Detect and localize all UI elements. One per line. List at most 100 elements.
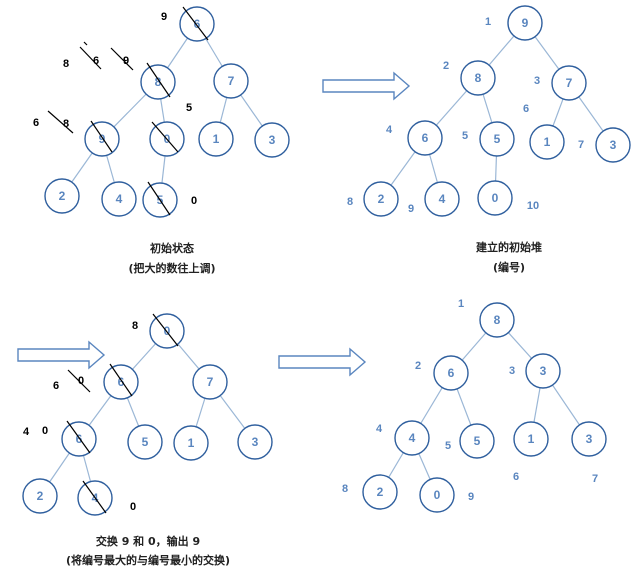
node-value: 6 — [194, 17, 201, 31]
tree-node: 3 — [571, 421, 607, 457]
node-index: 5 — [462, 130, 468, 142]
tree-node: 2 — [363, 181, 399, 217]
tree-node: 6 — [407, 120, 443, 156]
node-value: 9 — [99, 132, 106, 146]
node-value: 6 — [76, 432, 83, 446]
panel-result: 8 6 3 4 5 1 3 2 0 1 2 3 4 5 6 7 8 9 — [342, 298, 607, 513]
node-value: 6 — [448, 366, 455, 380]
caption-title: 建立的初始堆 — [476, 240, 542, 254]
tree-node: 3 — [525, 353, 561, 389]
strike-marks — [47, 6, 209, 216]
node-index: 10 — [527, 200, 539, 212]
node-value: 2 — [378, 192, 385, 206]
node-index: 1 — [485, 16, 491, 28]
tree-node: 2 — [362, 474, 398, 510]
node-value: 4 — [439, 192, 446, 206]
swap-annotation: 6 — [33, 117, 39, 129]
node-index: 3 — [534, 75, 540, 87]
node-value: 7 — [566, 76, 573, 90]
swap-annotation: 8 — [132, 320, 138, 332]
node-value: 1 — [188, 436, 195, 450]
tree-node: 6 — [433, 355, 469, 391]
node-value: 4 — [409, 431, 416, 445]
tree-node: 9 — [507, 5, 543, 41]
tree-node: 7 — [192, 364, 228, 400]
node-value: 0 — [492, 191, 499, 205]
panel-swap: 0 6 7 6 5 1 3 2 4 8 6 0 4 0 0 交换 9 和 0，输… — [22, 313, 273, 567]
tree-node: 6 — [103, 364, 139, 400]
swap-annotation: 5 — [186, 102, 192, 114]
edges — [379, 319, 590, 496]
tree-node: 0 — [477, 180, 513, 216]
node-index: 6 — [513, 471, 519, 483]
tree-node: 5 — [479, 121, 515, 157]
node-value: 1 — [528, 432, 535, 446]
caption-title: 交换 9 和 0，输出 9 — [96, 534, 200, 548]
tree-node: 2 — [22, 478, 58, 514]
tree-node: 8 — [479, 302, 515, 338]
arrow-right-icon — [17, 340, 106, 370]
node-value: 3 — [610, 138, 617, 152]
node-value: 5 — [142, 435, 149, 449]
tree-node: 9 — [84, 121, 120, 157]
node-index: 7 — [578, 139, 584, 151]
swap-annotation: 6 — [93, 55, 99, 67]
tree-node: 0 — [419, 477, 455, 513]
tree-node: 5 — [459, 423, 495, 459]
node-value: 1 — [213, 132, 220, 146]
node-index: 9 — [408, 203, 414, 215]
node-value: 3 — [269, 133, 276, 147]
tree-node: 2 — [44, 178, 80, 214]
node-index: 4 — [386, 124, 393, 136]
node-value: 6 — [118, 375, 125, 389]
node-value: 0 — [434, 488, 441, 502]
tree-node: 4 — [101, 181, 137, 217]
node-value: 8 — [155, 75, 162, 89]
tree-node: 1 — [198, 121, 234, 157]
tree-node: 8 — [140, 64, 176, 100]
node-value: 4 — [116, 192, 123, 206]
node-value: 7 — [228, 74, 235, 88]
tree-node: 4 — [394, 420, 430, 456]
node-index: 6 — [523, 103, 529, 115]
swap-annotation: 0 — [130, 501, 136, 513]
tree-node: 1 — [513, 421, 549, 457]
tree-node: 1 — [529, 124, 565, 160]
tree-node: 3 — [237, 424, 273, 460]
swap-annotation: 8 — [63, 58, 69, 70]
node-index: 2 — [415, 360, 421, 372]
tree-node: 7 — [213, 63, 249, 99]
swap-annotation: 4 — [23, 426, 30, 438]
tree-node: 5 — [127, 424, 163, 460]
node-value: 5 — [474, 434, 481, 448]
caption-subtitle: (把大的数往上调) — [128, 261, 215, 275]
node-value: 6 — [422, 131, 429, 145]
node-index: 9 — [468, 491, 474, 503]
edges — [380, 22, 614, 200]
arrow-right-icon — [322, 71, 411, 101]
edges — [61, 23, 273, 201]
tree-node: 6 — [179, 6, 215, 42]
node-value: 5 — [494, 132, 501, 146]
swap-annotation: 0 — [42, 425, 48, 437]
tree-node: 6 — [61, 421, 97, 457]
strike-marks — [66, 313, 179, 514]
node-value: 2 — [37, 489, 44, 503]
tree-node: 8 — [460, 60, 496, 96]
caption-subtitle: (编号) — [493, 260, 525, 274]
caption-subtitle: (将编号最大的与编号最小的交换) — [66, 553, 230, 567]
arrow-right-icon — [278, 347, 367, 377]
caption-title: 初始状态 — [150, 241, 194, 255]
tree-node: 1 — [173, 425, 209, 461]
panel-initial: 6 8 7 9 0 1 3 2 4 5 9 8 6 9 6 8 5 0 初始状态… — [33, 6, 290, 275]
swap-annotation: 8 — [63, 118, 69, 130]
node-value: 1 — [544, 135, 551, 149]
node-value: 8 — [475, 71, 482, 85]
node-index: 7 — [592, 473, 598, 485]
node-index: 1 — [458, 298, 464, 310]
node-index: 8 — [347, 196, 353, 208]
node-index: 2 — [443, 60, 449, 72]
node-index: 5 — [445, 440, 451, 452]
